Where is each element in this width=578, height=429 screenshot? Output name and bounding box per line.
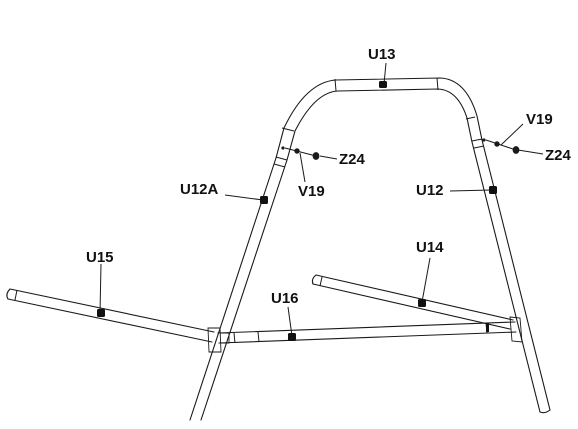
label-z24-left: Z24 — [339, 151, 366, 168]
leader-lines — [99, 62, 544, 337]
label-u13: U13 — [368, 46, 396, 63]
tube-u13-arch — [275, 77, 483, 161]
label-v19-right: V19 — [526, 111, 553, 128]
right-connector — [509, 316, 523, 343]
label-u12a: U12A — [180, 181, 219, 198]
bolt-v19-left — [281, 146, 320, 160]
label-v19-left: V19 — [298, 183, 325, 200]
part-dots — [97, 81, 497, 341]
left-connector — [207, 327, 230, 353]
label-u16: U16 — [271, 290, 299, 307]
tube-u15 — [6, 288, 215, 343]
tube-u12-leg — [471, 138, 551, 414]
label-z24-right: Z24 — [545, 147, 572, 164]
label-u12: U12 — [416, 182, 444, 199]
bolt-v19-right — [482, 138, 520, 154]
label-u14: U14 — [416, 239, 444, 256]
tube-u16 — [217, 321, 517, 344]
label-u15: U15 — [86, 249, 114, 266]
tube-u14 — [311, 274, 514, 330]
